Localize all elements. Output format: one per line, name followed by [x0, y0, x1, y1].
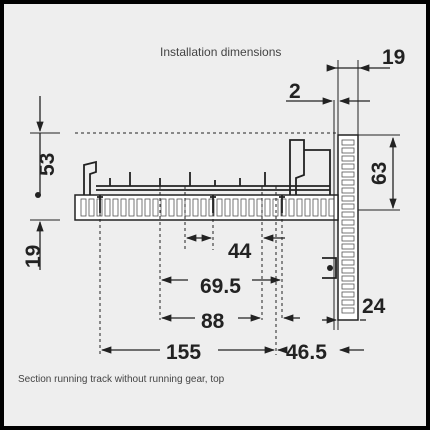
drawer-bottom-panel [74, 194, 339, 221]
title: Installation dimensions [160, 45, 281, 59]
dim-2: 2 [289, 80, 301, 103]
dim-44: 44 [228, 240, 252, 263]
dim-19-top: 19 [382, 46, 405, 69]
dim-19-left: 19 [22, 245, 45, 268]
dim-53: 53 [36, 153, 59, 176]
running-track-profile [83, 139, 331, 195]
dim-155: 155 [166, 341, 201, 364]
dim-46-5: 46.5 [286, 341, 327, 364]
wall-bracket [322, 257, 337, 279]
dim-24: 24 [362, 295, 386, 318]
dim-69-5: 69.5 [200, 275, 241, 298]
caption: Section running track without running ge… [18, 374, 225, 385]
dim-63: 63 [368, 162, 391, 185]
screws [97, 195, 285, 213]
dim-88: 88 [201, 310, 225, 333]
cabinet-side-wall [337, 134, 359, 321]
